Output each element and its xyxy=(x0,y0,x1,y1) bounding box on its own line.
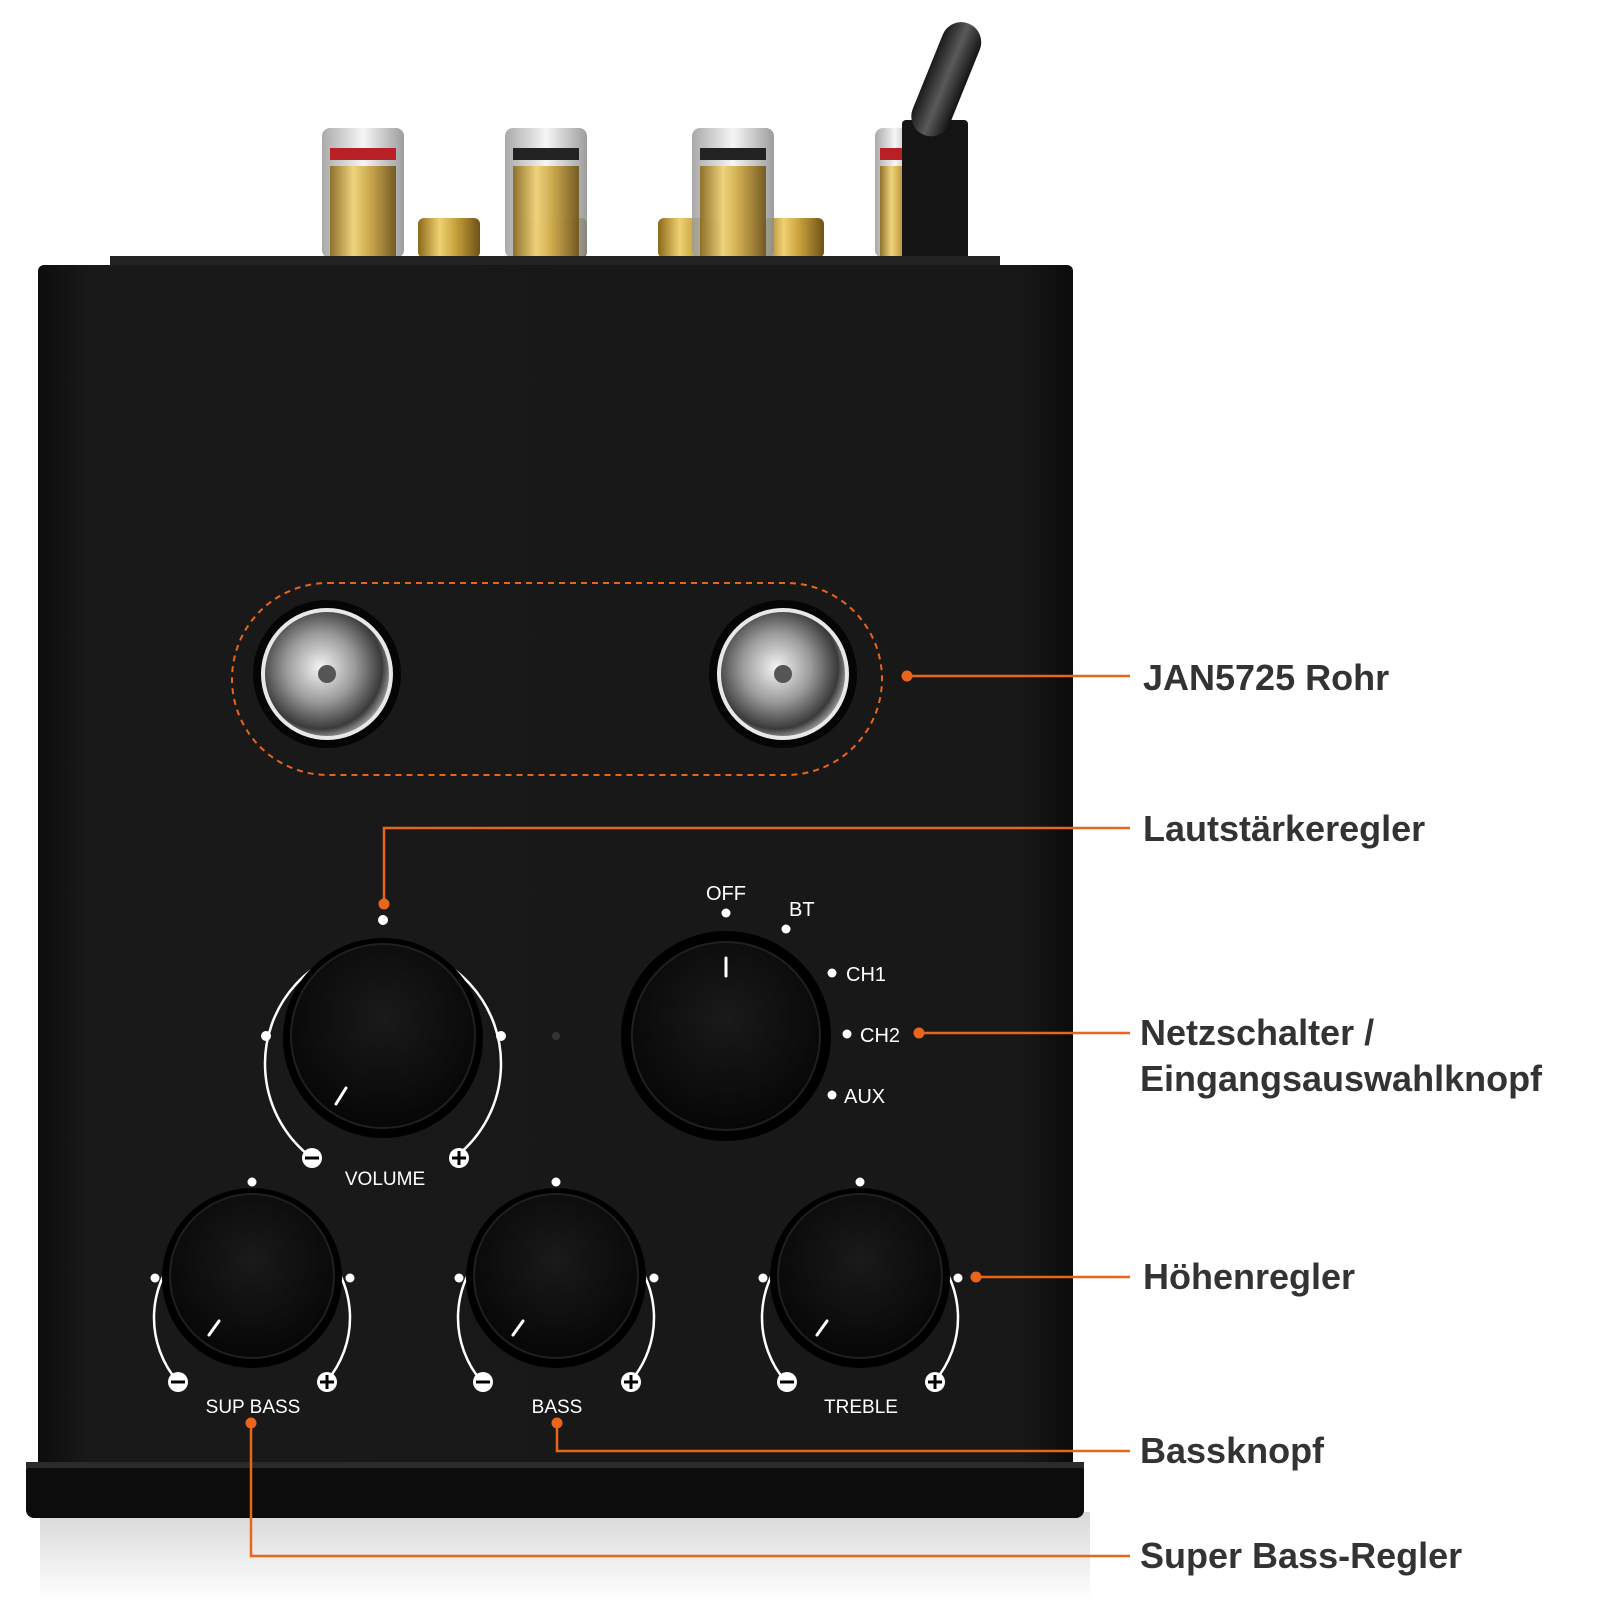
selector-dot-ch1 xyxy=(827,968,837,978)
callout-dots xyxy=(245,670,982,1429)
volume-plus-icon xyxy=(449,1148,469,1168)
callout-volume: Lautstärkeregler xyxy=(1143,808,1426,849)
tube-right xyxy=(709,600,857,748)
status-led xyxy=(552,1032,560,1040)
treble-plus-icon xyxy=(925,1372,945,1392)
input-selector-knob[interactable] xyxy=(621,931,831,1141)
amplifier-body xyxy=(38,265,1073,1480)
volume-minus-icon xyxy=(302,1148,322,1168)
bass-label: BASS xyxy=(532,1397,583,1418)
selector-label-ch1: CH1 xyxy=(846,964,886,986)
sup-bass-label: SUP BASS xyxy=(206,1397,301,1418)
rear-connectors xyxy=(322,22,982,260)
super-bass-leader-line xyxy=(249,1423,1130,1558)
binding-post-1 xyxy=(322,128,404,258)
volume-leader-line xyxy=(382,826,1130,902)
antenna xyxy=(902,22,982,260)
callout-power-line1: Netzschalter / xyxy=(1140,1012,1375,1053)
selector-label-aux: AUX xyxy=(844,1086,885,1108)
callout-super-bass: Super Bass-Regler xyxy=(1140,1535,1463,1576)
volume-label: VOLUME xyxy=(345,1169,425,1190)
callout-bass: Bassknopf xyxy=(1140,1430,1325,1471)
tube-left xyxy=(253,600,401,748)
callout-power-line2: Eingangsauswahlknopf xyxy=(1140,1058,1543,1099)
callout-tube: JAN5725 Rohr xyxy=(1143,657,1390,698)
sup-bass-minus-icon xyxy=(168,1372,188,1392)
selector-dot-aux xyxy=(827,1090,837,1100)
sup-bass-knob[interactable] xyxy=(150,1177,355,1383)
treble-knob[interactable] xyxy=(758,1177,963,1383)
base-plate xyxy=(26,1462,1084,1518)
treble-label: TREBLE xyxy=(824,1397,898,1418)
volume-knob[interactable] xyxy=(261,915,506,1159)
binding-post-2 xyxy=(505,128,587,258)
sup-bass-plus-icon xyxy=(317,1372,337,1392)
callout-lines xyxy=(249,674,1130,1558)
tube-window-outline xyxy=(231,582,883,776)
callout-treble: Höhenregler xyxy=(1143,1256,1356,1297)
selector-dot-ch2 xyxy=(842,1029,852,1039)
treble-minus-icon xyxy=(777,1372,797,1392)
selector-dot-bt xyxy=(781,924,791,934)
selector-label-ch2: CH2 xyxy=(860,1025,900,1047)
binding-post-3 xyxy=(692,128,774,258)
selector-label-bt: BT xyxy=(789,899,815,921)
bass-minus-icon xyxy=(473,1372,493,1392)
bass-knob[interactable] xyxy=(454,1177,659,1383)
bass-leader-line xyxy=(555,1423,1130,1453)
bass-plus-icon xyxy=(621,1372,641,1392)
selector-label-off: OFF xyxy=(706,883,746,905)
selector-dot-off xyxy=(721,908,731,918)
